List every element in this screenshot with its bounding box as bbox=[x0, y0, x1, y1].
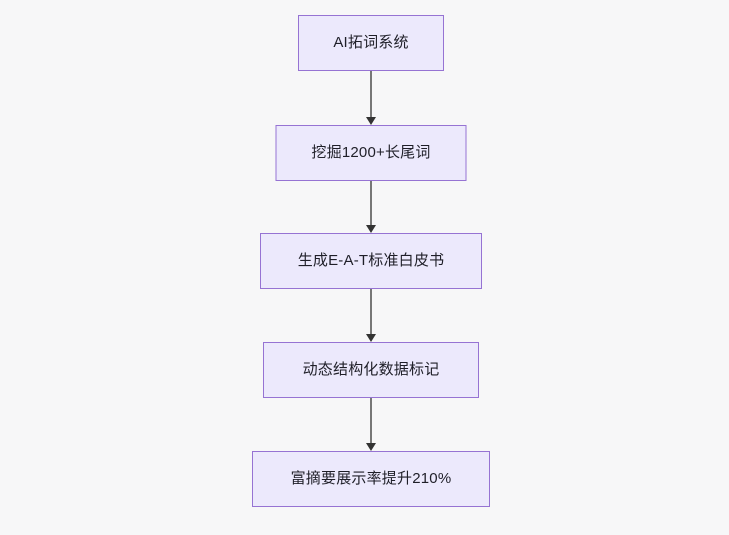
flow-edge bbox=[365, 181, 377, 233]
flow-edge bbox=[365, 398, 377, 451]
flow-edge bbox=[365, 71, 377, 125]
flow-node-label: 挖掘1200+长尾词 bbox=[311, 144, 431, 161]
flow-node-n5[interactable]: 富摘要展示率提升210% bbox=[252, 451, 490, 507]
edge-line bbox=[370, 181, 372, 226]
flow-node-label: 动态结构化数据标记 bbox=[302, 361, 440, 378]
arrowhead-icon bbox=[366, 334, 376, 342]
flow-edge bbox=[365, 289, 377, 342]
edge-line bbox=[370, 71, 372, 118]
arrowhead-icon bbox=[366, 443, 376, 451]
flow-node-n4[interactable]: 动态结构化数据标记 bbox=[263, 342, 479, 398]
edge-line bbox=[370, 398, 372, 444]
arrowhead-icon bbox=[366, 225, 376, 233]
flow-node-n1[interactable]: AI拓词系统 bbox=[298, 15, 444, 71]
flow-node-label: 富摘要展示率提升210% bbox=[290, 470, 452, 487]
flow-node-n3[interactable]: 生成E-A-T标准白皮书 bbox=[260, 233, 482, 289]
edge-line bbox=[370, 289, 372, 335]
flow-node-label: AI拓词系统 bbox=[333, 34, 409, 51]
arrowhead-icon bbox=[366, 117, 376, 125]
flow-node-label: 生成E-A-T标准白皮书 bbox=[297, 252, 445, 269]
flow-node-n2[interactable]: 挖掘1200+长尾词 bbox=[275, 125, 467, 181]
